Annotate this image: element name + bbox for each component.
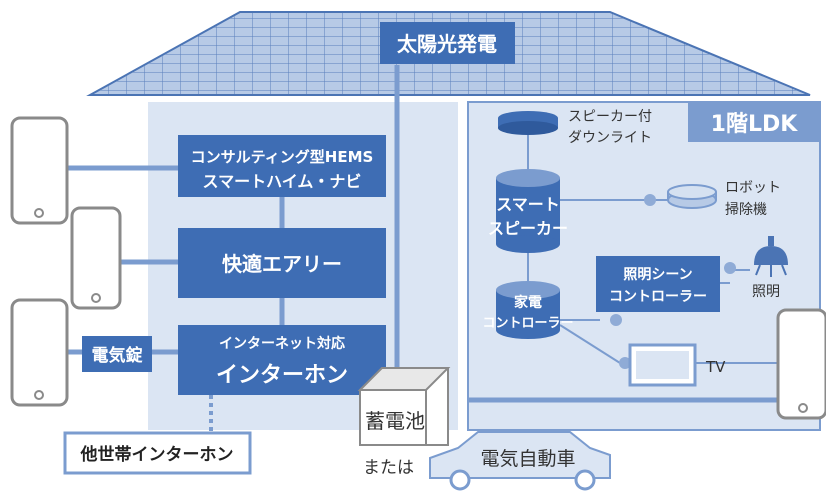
ceiling-light-icon	[754, 236, 788, 277]
light-label: 照明	[752, 284, 780, 300]
other-intercom-label: 他世帯インターホン	[80, 444, 234, 465]
connector-lines	[65, 65, 780, 403]
room-label: 1階LDK	[711, 112, 799, 137]
intercom-label-line1: インターネット対応	[219, 335, 345, 352]
battery-icon: 蓄電池	[357, 367, 451, 446]
smartphone-icon	[10, 116, 69, 225]
intercom-label-line2: インターホン	[216, 363, 348, 388]
smartphone-icon	[10, 298, 69, 407]
downlight-label-line2: ダウンライト	[568, 130, 652, 146]
robot-label-line2: 掃除機	[725, 201, 767, 218]
solar-box: 太陽光発電	[380, 22, 515, 64]
or-label: または	[363, 458, 414, 478]
ev-label: 電気自動車	[480, 448, 575, 470]
comfort-air-label: 快適エアリー	[222, 252, 342, 276]
hems-label-line2: スマートハイム・ナビ	[203, 172, 362, 191]
solar-label: 太陽光発電	[397, 32, 497, 56]
robot-vacuum-icon	[667, 184, 717, 209]
lighting-controller-box: 照明シーン コントローラー	[596, 256, 720, 312]
comfort-air-box: 快適エアリー	[178, 228, 386, 298]
appliance-label-line1: 家電	[514, 294, 542, 311]
appliance-controller-icon: 家電 コントローラー	[482, 281, 574, 339]
electric-lock-label: 電気錠	[92, 345, 143, 366]
downlight-label-line1: スピーカー付	[568, 109, 652, 125]
robot-label-line1: ロボット	[725, 180, 781, 196]
smart-speaker-icon: スマート スピーカー	[488, 169, 568, 253]
hems-label-line1: コンサルティング型HEMS	[191, 148, 374, 166]
tablet-icon	[776, 308, 826, 420]
smart-speaker-label-line2: スピーカー	[488, 219, 568, 238]
lighting-label-line2: コントローラー	[609, 289, 707, 305]
hems-box: コンサルティング型HEMS スマートハイム・ナビ	[178, 135, 386, 197]
other-intercom-box: 他世帯インターホン	[63, 431, 252, 475]
appliance-label-line2: コントローラー	[482, 316, 573, 331]
downlight-speaker-icon	[498, 111, 558, 135]
smart-speaker-label-line1: スマート	[496, 195, 560, 214]
intercom-box: インターネット対応 インターホン	[178, 325, 386, 395]
car-icon: 電気自動車	[429, 431, 611, 491]
smartphone-icon	[70, 206, 122, 310]
lighting-label-line1: 照明シーン	[623, 267, 692, 283]
tv-icon	[628, 343, 697, 387]
room-badge: 1階LDK	[688, 102, 820, 142]
battery-label: 蓄電池	[365, 409, 425, 433]
electric-lock-box: 電気錠	[82, 336, 152, 372]
tv-label: TV	[705, 358, 726, 376]
